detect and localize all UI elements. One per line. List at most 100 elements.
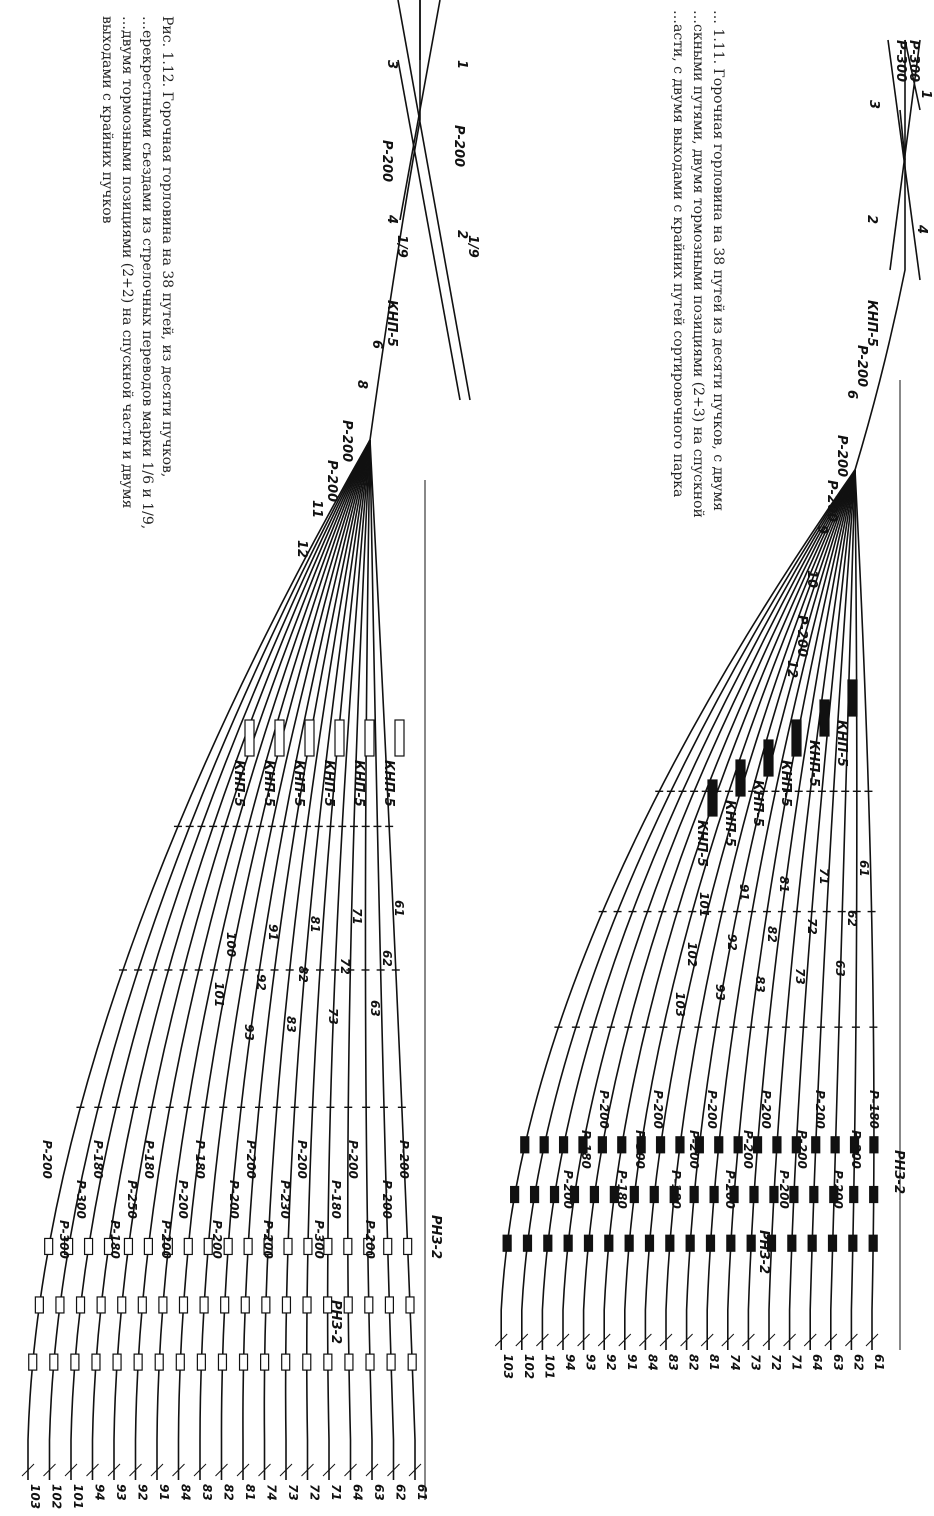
fig11-lead-label-6: 9 [814, 525, 829, 534]
fig12-retarder-block [75, 1296, 86, 1314]
fig11-switch-number-73: 73 [793, 968, 807, 985]
fig11-retarder-block [649, 1185, 659, 1204]
fig11-track-line-72 [768, 469, 856, 1350]
fig12-retarder-block [281, 1296, 292, 1314]
fig12-knp-label-5: КНП-5 [261, 760, 276, 807]
fig11-retarder-block [583, 1234, 594, 1252]
fig11-track-line-71 [788, 469, 856, 1350]
fig11-track-number-63: 63 [831, 1354, 845, 1371]
fig11-switch-number-92: 92 [725, 934, 739, 951]
fig12-retarder-label-19: Р-180 [91, 1140, 105, 1179]
fig11-track-number-73: 73 [748, 1354, 762, 1371]
fig11-knp-label-3: КНП-5 [778, 760, 793, 807]
fig11-retarder-label-11: Р-200 [687, 1130, 701, 1169]
fig12-track-line-82 [220, 439, 371, 1480]
fig12-track-number-72: 72 [308, 1484, 322, 1501]
fig11-retarder-block [522, 1234, 533, 1252]
fig12-knp-retarder [334, 719, 345, 757]
fig12-track-end-mark [365, 1463, 379, 1477]
fig11-switch-number-62: 62 [845, 910, 859, 927]
fig11-retarder-label-8: Р-200 [741, 1130, 755, 1169]
fig11-track-number-83: 83 [666, 1354, 680, 1371]
fig12-retarder-block [91, 1353, 101, 1371]
fig11-retarder-label-12: Р-180 [669, 1170, 683, 1209]
fig12-retarder-block [34, 1296, 44, 1314]
fig11-track-number-92: 92 [604, 1354, 618, 1371]
caption-12-line-4: выходами с крайних пучков [99, 16, 115, 224]
fig11-retarder-label-18: Р-200 [561, 1170, 575, 1209]
fig12-top-label-1: 1 [454, 60, 469, 69]
fig12-knp-label-6: КНП-5 [231, 760, 246, 807]
fig12-retarder-block [28, 1353, 38, 1371]
fig12-retarder-label-17: Р-250 [125, 1180, 139, 1219]
fig12-track-line-94 [91, 439, 371, 1480]
caption-11-line-2: …скными путями, двумя тормозными позиция… [690, 10, 706, 518]
fig11-retarder-block [589, 1185, 600, 1204]
fig11-track-number-91: 91 [625, 1354, 639, 1371]
fig11-retarder-block [669, 1185, 679, 1204]
fig11-track-line-74 [727, 469, 856, 1350]
fig12-retarder-block [158, 1296, 168, 1314]
fig11-retarder-block [629, 1185, 639, 1204]
fig11-track-end-mark [680, 1333, 693, 1347]
fig11-track-end-mark [762, 1333, 776, 1347]
fig11-track-number-93: 93 [584, 1354, 598, 1371]
fig11-track-line-93 [582, 469, 856, 1350]
fig12-retarder-label-14: Р-200 [176, 1180, 190, 1219]
fig11-track-line-92 [603, 469, 856, 1350]
fig11-track-number-72: 72 [769, 1354, 783, 1371]
fig12-retarder-block [323, 1353, 333, 1371]
fig11-retarder-block [752, 1136, 763, 1154]
fig11-retarder-block [609, 1185, 619, 1204]
fig11-retarder-block [644, 1234, 655, 1252]
fig12-switch-number-71: 71 [350, 908, 364, 925]
fig12-track-number-101: 101 [71, 1484, 85, 1509]
fig11-retarder-block [558, 1136, 569, 1154]
fig12-track-end-mark [258, 1463, 271, 1477]
fig12-track-line-72 [305, 439, 371, 1480]
fig12-lead-label-5: Р-200 [324, 460, 339, 502]
fig12-track-end-mark [279, 1463, 293, 1477]
figure-1-11-track-scheme: 6162636471727374818283849192939410110210… [494, 39, 933, 1379]
fig12-track-number-93: 93 [114, 1484, 128, 1501]
fig12-retarder-block [386, 1353, 396, 1371]
fig11-retarder-block [569, 1185, 580, 1204]
fig12-track-line-71 [326, 439, 371, 1480]
fig11-retarder-block [729, 1185, 739, 1204]
fig12-retarder-block [344, 1353, 354, 1371]
fig11-track-end-mark [618, 1333, 632, 1347]
fig12-track-end-mark [43, 1463, 56, 1477]
fig12-retarder-block [302, 1296, 312, 1314]
fig12-track-number-73: 73 [286, 1484, 300, 1501]
fig11-retarder-block [709, 1185, 719, 1204]
fig12-track-end-mark [344, 1463, 357, 1477]
fig12-retarder-block [55, 1296, 65, 1314]
fig12-retarder-label-15: Р-200 [159, 1220, 173, 1259]
fig11-retarder-label-14: Р-300 [633, 1130, 647, 1169]
fig11-retarder-block [809, 1185, 819, 1204]
fig11-knp-retarder [791, 719, 802, 757]
fig12-track-number-61: 61 [415, 1484, 429, 1501]
fig11-top-label-1: Р-300 [906, 40, 921, 82]
fig11-retarder-block [563, 1234, 573, 1252]
fig12-retarder-block [384, 1296, 394, 1314]
fig12-lead-label-3: 8 [354, 380, 369, 389]
fig12-knp-label-4: КНП-5 [291, 760, 306, 807]
fig12-rnz-label-1: РНЗ-2 [428, 1215, 443, 1259]
fig12-knp-label-2: КНП-5 [351, 760, 366, 807]
fig11-retarder-block [539, 1136, 549, 1154]
fig12-retarder-block [405, 1296, 415, 1314]
fig11-lead-label-4: Р-200 [834, 435, 849, 477]
fig12-retarder-block [196, 1353, 206, 1371]
fig11-knp-retarder [735, 759, 746, 797]
fig11-retarder-block [520, 1136, 530, 1154]
fig11-knp-label-5: КНП-5 [722, 800, 737, 847]
fig12-track-number-71: 71 [329, 1484, 343, 1501]
fig12-switch-number-63: 63 [368, 1000, 382, 1017]
fig11-retarder-block [549, 1185, 560, 1204]
fig11-retarder-block [624, 1234, 634, 1252]
fig11-retarder-block [694, 1136, 704, 1154]
fig11-track-end-mark [556, 1333, 570, 1347]
fig11-track-line-62 [850, 469, 858, 1350]
fig11-track-line-61 [854, 469, 875, 1350]
